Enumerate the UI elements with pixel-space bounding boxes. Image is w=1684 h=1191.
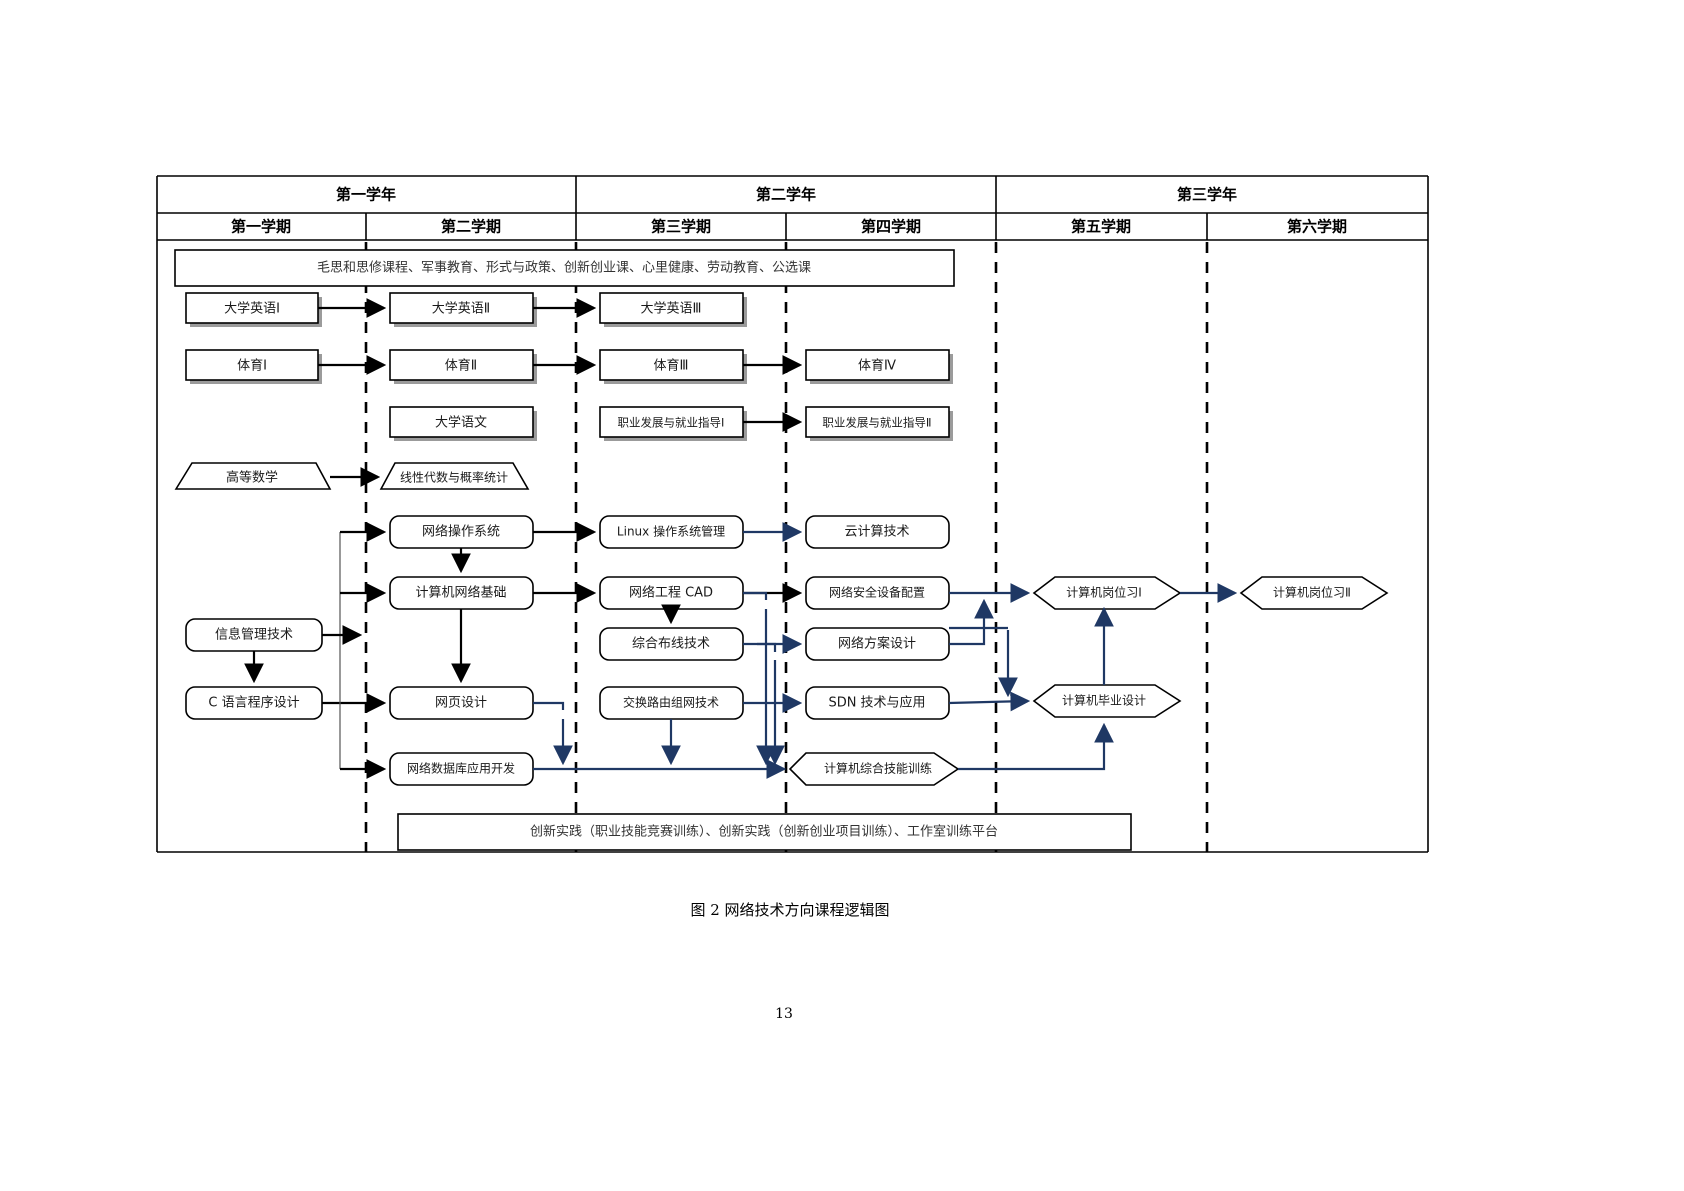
header-grid [156,175,1429,853]
node-switchrouting: 交换路由组网技术 [599,686,744,720]
node-netsecdev-label: 网络安全设备配置 [829,585,925,600]
node-advmath-label: 高等数学 [226,470,278,486]
node-netcad-label: 网络工程 CAD [629,585,713,601]
node-comptrain-label: 计算机综合技能训练 [824,761,932,776]
semester-label-2: 第二学期 [441,218,501,236]
node-english2-label: 大学英语Ⅱ [432,301,490,317]
semester-label-3: 第三学期 [651,218,711,236]
node-sdn: SDN 技术与应用 [805,686,950,720]
node-pe4-label: 体育Ⅳ [858,358,896,374]
semester-dividers [364,242,1209,852]
node-pe2-label: 体育Ⅱ [445,358,477,374]
bottom-banner-label: 创新实践（职业技能竞赛训练）、创新实践（创新创业项目训练）、工作室训练平台 [530,824,998,840]
edge-netcad-trunk-bend [743,591,768,600]
node-netbasics-label: 计算机网络基础 [415,585,506,601]
year-label-2: 第二学年 [756,186,816,204]
edge-webdesign-bend [533,701,565,710]
node-infomgmt-label: 信息管理技术 [215,627,293,643]
node-switchrouting-label: 交换路由组网技术 [623,695,719,710]
edge-sdn-capstone [948,691,1031,712]
node-capstone-label: 计算机毕业设计 [1062,693,1146,708]
node-intern1: 计算机岗位习Ⅰ [1032,576,1182,610]
edge-netplan-intern1 [949,598,994,646]
node-english2: 大学英语Ⅱ [389,292,537,327]
node-netplan: 网络方案设计 [805,627,950,661]
node-english3: 大学英语Ⅲ [599,292,747,327]
node-english3-label: 大学英语Ⅲ [641,301,702,317]
node-cabling: 综合布线技术 [599,627,744,661]
node-english1-label: 大学英语Ⅰ [224,301,280,317]
node-clang: C 语言程序设计 [185,686,323,720]
top-banner-label: 毛思和思修课程、军事教育、形式与政策、创新创业课、心里健康、劳动教育、公选课 [317,260,811,276]
node-intern2: 计算机岗位习Ⅱ [1239,576,1389,610]
edge-cabling-trunk-bend [757,642,777,652]
node-pe4: 体育Ⅳ [805,349,953,384]
semester-label-1: 第一学期 [231,218,291,236]
node-pe1-label: 体育Ⅰ [237,358,267,374]
node-intern2-label: 计算机岗位习Ⅱ [1273,585,1351,600]
node-career2: 职业发展与就业指导Ⅱ [805,406,953,441]
node-intern1-label: 计算机岗位习Ⅰ [1066,585,1142,600]
edge-comptrain-capstone [958,722,1114,771]
figure-caption: 图 2 网络技术方向课程逻辑图 [690,901,889,919]
node-pe1: 体育Ⅰ [185,349,322,384]
node-comptrain: 计算机综合技能训练 [788,752,960,786]
top-banner: 毛思和思修课程、军事教育、形式与政策、创新创业课、心里健康、劳动教育、公选课 [174,249,955,287]
node-netplan-label: 网络方案设计 [838,636,916,652]
node-pe2: 体育Ⅱ [389,349,537,384]
node-netsecdev: 网络安全设备配置 [805,576,950,610]
node-netdb-label: 网络数据库应用开发 [407,761,515,776]
node-infomgmt: 信息管理技术 [185,618,323,652]
node-sdn-label: SDN 技术与应用 [828,695,925,711]
node-cabling-label: 综合布线技术 [632,637,710,652]
year-label-3: 第三学年 [1177,186,1237,204]
node-linuxos-label: Linux 操作系统管理 [617,524,725,539]
page-number: 13 [775,1006,793,1022]
node-career2-label: 职业发展与就业指导Ⅱ [822,416,931,430]
left-feeder-bus [322,522,387,779]
semester-label-5: 第五学期 [1071,218,1131,236]
node-chinese: 大学语文 [389,406,537,441]
semester-header-row: 第一学期 第二学期 第三学期 第四学期 第五学期 第六学期 [231,218,1347,236]
node-cloud: 云计算技术 [805,515,950,549]
node-netos-label: 网络操作系统 [422,524,500,540]
year-header-row: 第一学年 第二学年 第三学年 [336,186,1237,204]
node-linalg-label: 线性代数与概率统计 [400,470,508,485]
node-advmath: 高等数学 [174,462,332,490]
node-webdesign: 网页设计 [389,686,534,720]
semester-label-4: 第四学期 [861,218,921,236]
node-netcad: 网络工程 CAD [599,576,744,610]
node-pe3: 体育Ⅲ [599,349,747,384]
node-chinese-label: 大学语文 [435,415,487,431]
node-webdesign-label: 网页设计 [435,696,487,711]
node-career1: 职业发展与就业指导Ⅰ [599,406,747,441]
node-capstone: 计算机毕业设计 [1032,684,1182,718]
node-netdb: 网络数据库应用开发 [389,752,534,786]
node-linuxos: Linux 操作系统管理 [599,515,744,549]
node-linalg: 线性代数与概率统计 [379,462,530,490]
node-netos: 网络操作系统 [389,515,534,549]
node-cloud-label: 云计算技术 [844,525,909,540]
node-netbasics: 计算机网络基础 [389,576,534,610]
node-clang-label: C 语言程序设计 [208,696,299,711]
semester-label-6: 第六学期 [1287,218,1347,236]
node-pe3-label: 体育Ⅲ [654,358,689,374]
year-label-1: 第一学年 [336,186,396,204]
node-career1-label: 职业发展与就业指导Ⅰ [618,416,725,430]
node-english1: 大学英语Ⅰ [185,292,322,327]
bottom-banner: 创新实践（职业技能竞赛训练）、创新实践（创新创业项目训练）、工作室训练平台 [397,813,1132,851]
